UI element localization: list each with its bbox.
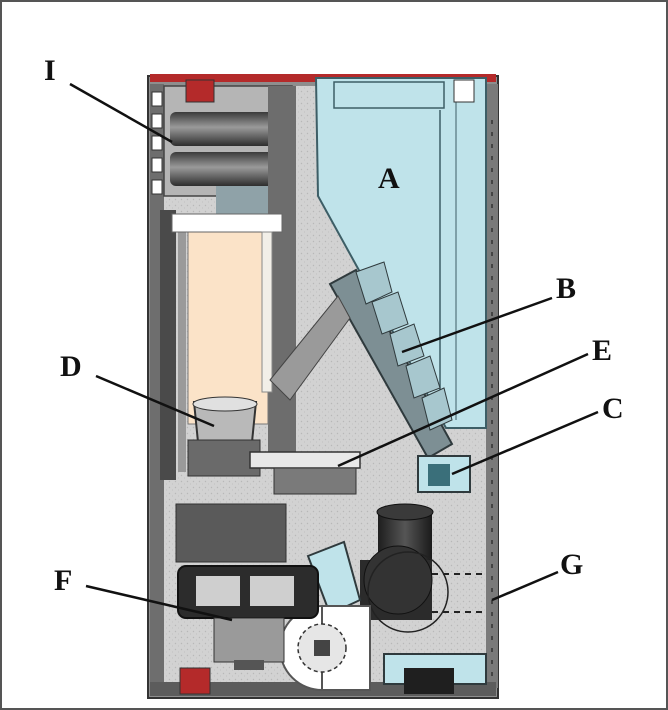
burn-pot-rim — [192, 396, 258, 412]
exhaust-elbow-joint — [363, 545, 433, 615]
label-g: G — [560, 548, 583, 581]
exchanger-tube-lower — [170, 152, 278, 186]
auger-motor-core — [428, 464, 450, 486]
exchanger-plate — [216, 186, 276, 216]
leader-c — [451, 410, 599, 476]
firebox-top-baffle — [171, 213, 283, 233]
leader-f — [85, 584, 233, 622]
fan-motor-window-1 — [196, 576, 240, 606]
hopper-lid-rim — [333, 81, 445, 109]
auger-motor — [417, 455, 471, 493]
label-b: B — [556, 272, 576, 305]
fan-motor-window-2 — [250, 576, 294, 606]
fan-duct-blue — [306, 540, 362, 616]
leader-i — [69, 82, 173, 144]
firebox-wall-back — [268, 86, 296, 466]
leader-lines — [69, 82, 599, 622]
combustion-fan-motor — [177, 565, 319, 670]
bottom-right-connector — [404, 668, 454, 694]
heat-exchanger — [151, 79, 293, 216]
feed-auger — [269, 261, 454, 460]
exchanger-tube-upper — [170, 112, 278, 146]
label-f: F — [54, 564, 72, 597]
blower-hub — [314, 640, 330, 656]
red-sensor-top — [185, 79, 215, 103]
leader-e — [337, 352, 589, 468]
label-a: A — [378, 162, 400, 195]
lower-left-box — [175, 503, 287, 563]
label-c: C — [602, 392, 624, 425]
hopper-body — [314, 77, 487, 429]
exhaust-system — [360, 503, 486, 633]
leader-d — [95, 374, 215, 428]
ignition-element — [249, 451, 361, 495]
auger-tube — [328, 268, 454, 460]
igniter-housing — [273, 467, 357, 495]
bottom-red-foot — [179, 667, 211, 695]
leader-b — [401, 296, 553, 354]
hopper-hinge — [453, 79, 475, 103]
label-e: E — [592, 334, 612, 367]
label-d: D — [60, 350, 82, 383]
pellet-hopper — [314, 77, 487, 429]
front-glass-inner — [178, 222, 186, 472]
igniter-rod — [249, 451, 361, 469]
auger-chute — [269, 295, 351, 401]
firebox-side-liner — [261, 231, 273, 393]
burn-pot — [187, 396, 261, 477]
fan-motor-shaft — [234, 660, 264, 670]
outlet-circle — [367, 551, 449, 633]
fan-motor-body — [213, 617, 285, 663]
label-i: I — [44, 54, 56, 87]
blower-wheel — [279, 605, 371, 691]
firebox — [171, 86, 296, 466]
burn-pot-base — [187, 439, 261, 477]
firebox-chamber — [187, 227, 269, 425]
exhaust-pipe-top — [376, 503, 434, 521]
exchanger-fins — [151, 91, 163, 195]
front-glass-frame — [160, 210, 176, 480]
leader-g — [491, 570, 559, 602]
fan-duct — [306, 540, 362, 616]
